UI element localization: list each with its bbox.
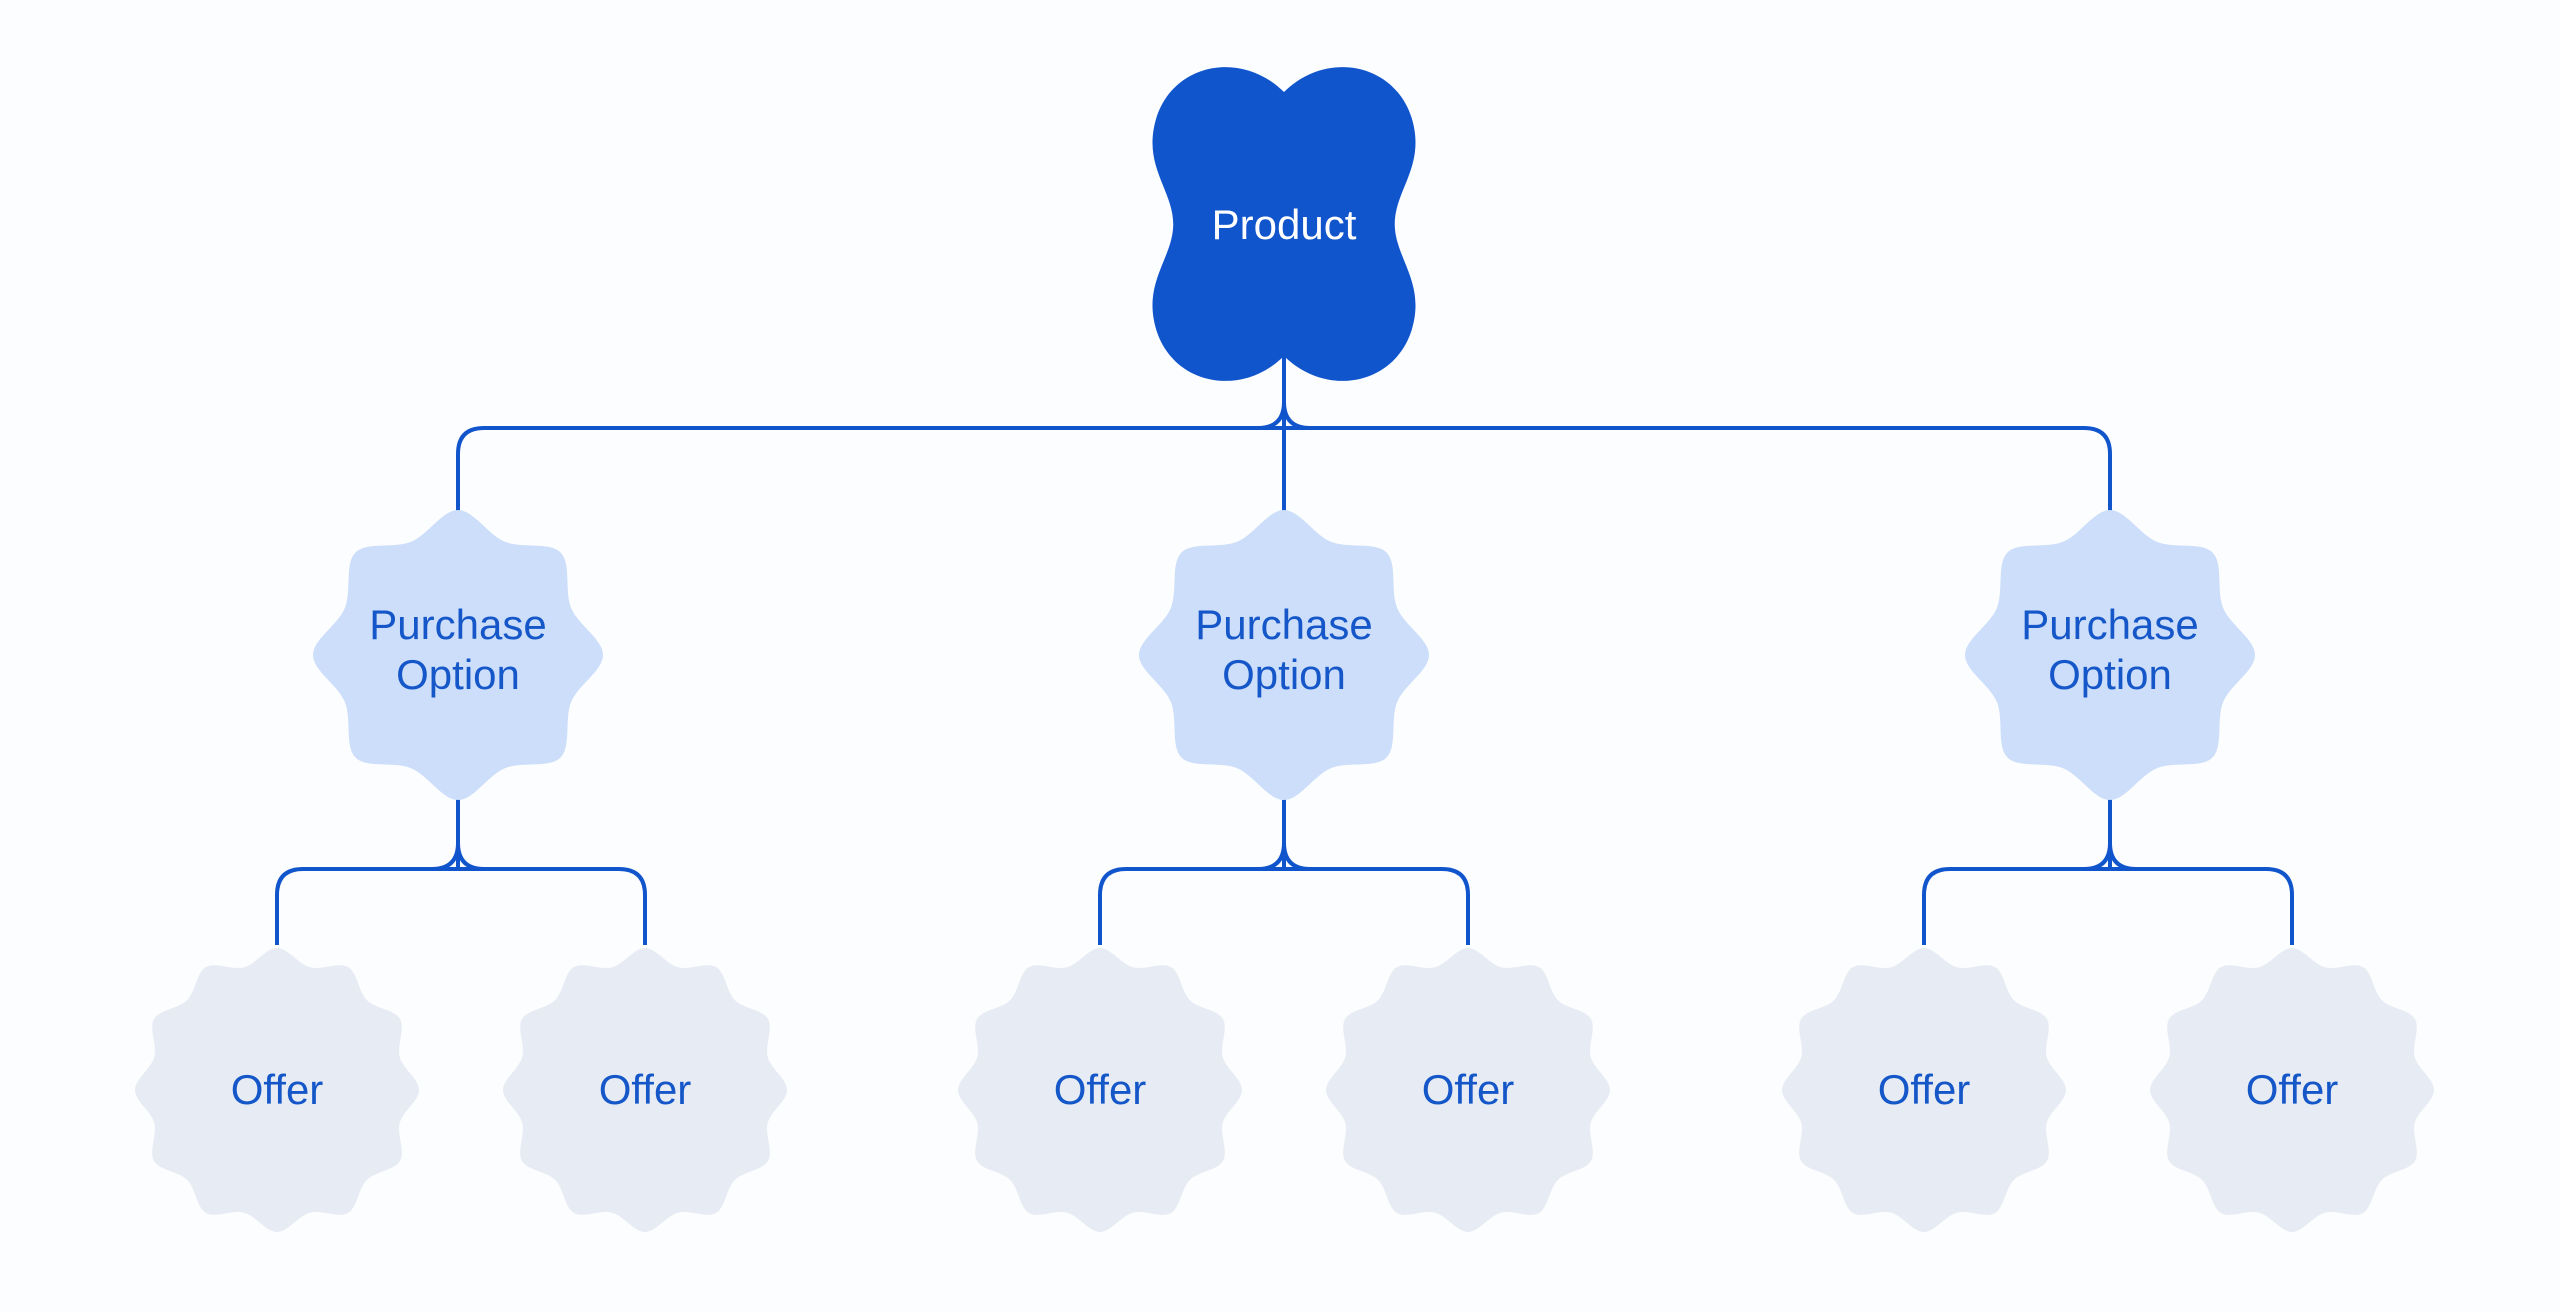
connector-po2-to-offer-3 bbox=[1098, 867, 1284, 945]
connector-product-to-po-3 bbox=[1284, 426, 2112, 518]
connector-po1-to-offer-1 bbox=[275, 867, 458, 945]
connector-po2-to-offer-4 bbox=[1284, 867, 1470, 945]
connector-po2-fillet-left bbox=[1257, 842, 1286, 871]
connector-po3-to-offer-6 bbox=[2110, 867, 2294, 945]
offer-node-shape[interactable] bbox=[503, 948, 787, 1232]
connector-po1-to-offer-2 bbox=[458, 867, 647, 945]
purchase-option-node-shape[interactable] bbox=[1965, 510, 2255, 800]
connector-po3-fillet-right bbox=[2108, 842, 2137, 871]
connector-product-to-po-1 bbox=[456, 426, 1284, 518]
offer-node-shape[interactable] bbox=[2150, 948, 2434, 1232]
connector-po1-fillet-left bbox=[431, 842, 460, 871]
connector-po2-fillet-right bbox=[1282, 842, 1311, 871]
offer-node-shape[interactable] bbox=[1782, 948, 2066, 1232]
connector-junction-fillet-right bbox=[1282, 401, 1311, 430]
purchase-option-node-shapes bbox=[313, 510, 2255, 800]
offer-node-shapes bbox=[135, 948, 2434, 1232]
connector-po3-to-offer-5 bbox=[1922, 867, 2110, 945]
purchase-option-node-shape[interactable] bbox=[1139, 510, 1429, 800]
offer-node-shape[interactable] bbox=[1326, 948, 1610, 1232]
connector-lines bbox=[275, 340, 2294, 945]
offer-node-shape[interactable] bbox=[135, 948, 419, 1232]
connector-po1-fillet-right bbox=[456, 842, 485, 871]
purchase-option-node-shape[interactable] bbox=[313, 510, 603, 800]
connector-junction-fillet-left bbox=[1257, 401, 1286, 430]
connector-po3-fillet-left bbox=[2083, 842, 2112, 871]
product-node-shape[interactable] bbox=[1152, 67, 1416, 381]
offer-node-shape[interactable] bbox=[958, 948, 1242, 1232]
